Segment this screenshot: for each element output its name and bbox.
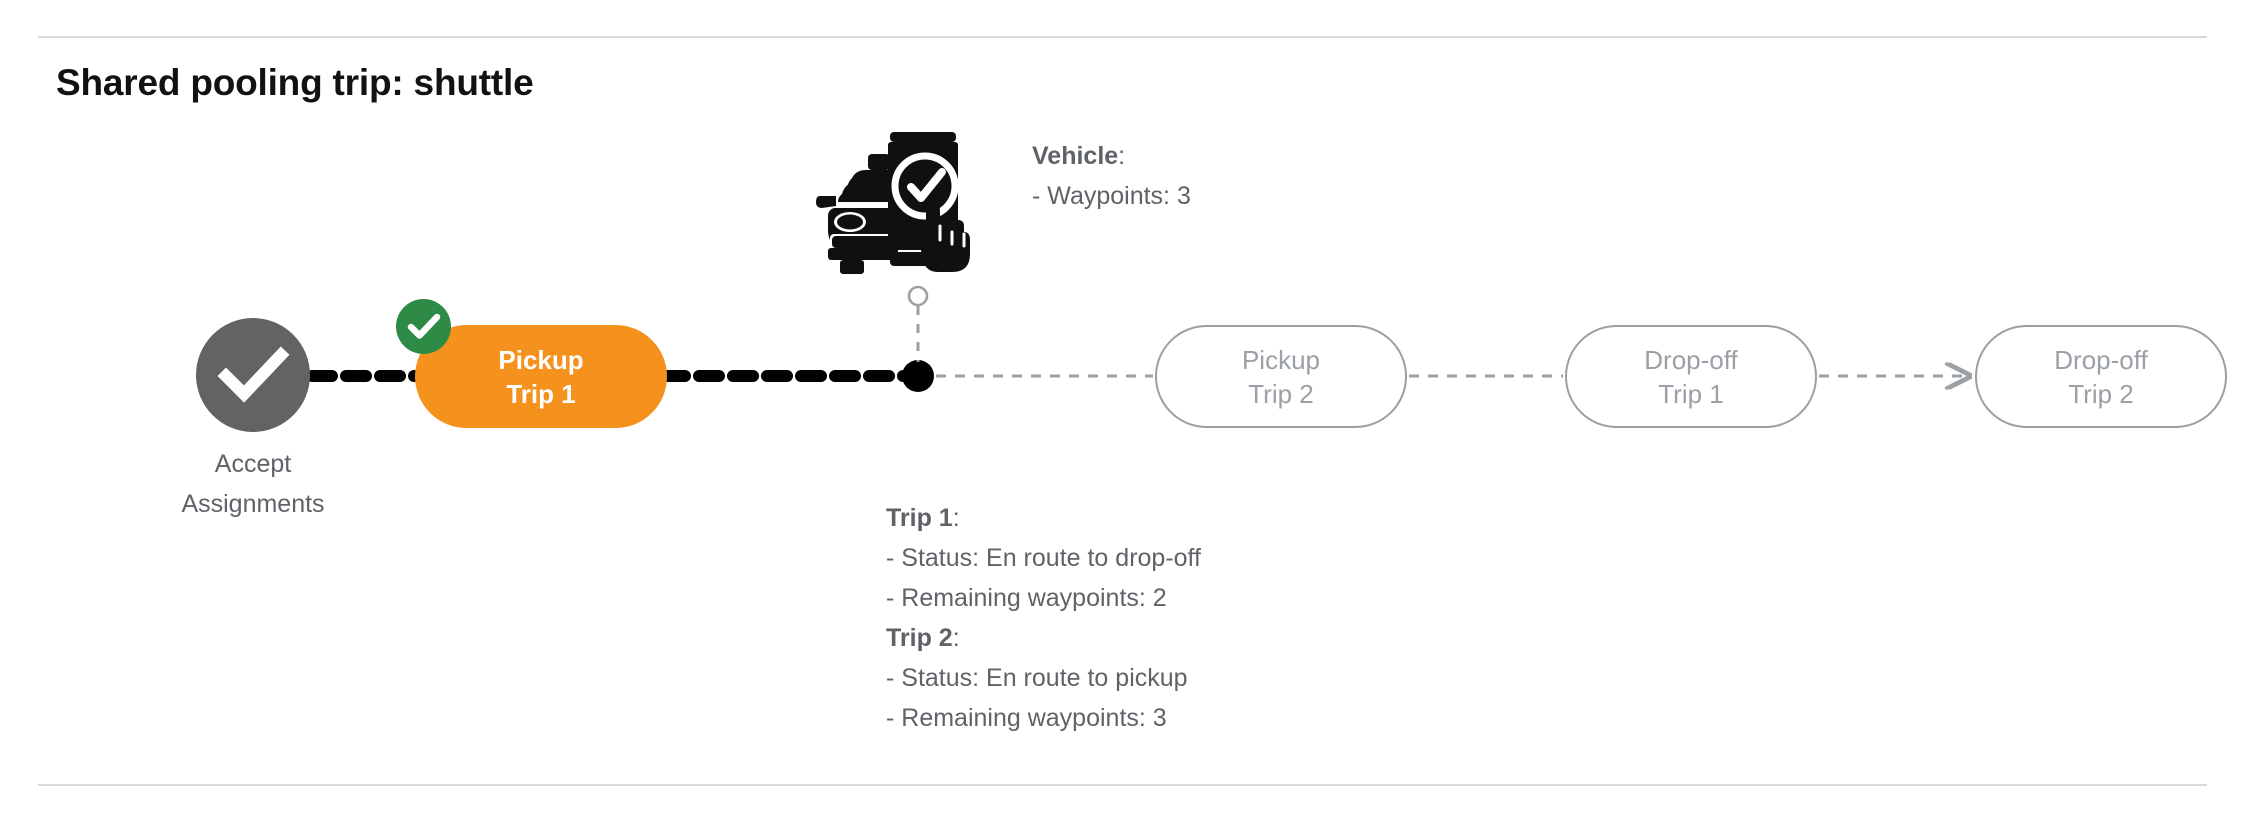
trip-1-heading: Trip 1: <box>886 498 1201 538</box>
page-title: Shared pooling trip: shuttle <box>56 62 534 103</box>
node-pickup-trip-2[interactable]: Pickup Trip 2 <box>1155 325 1407 428</box>
node-pickup-trip-1-line-1: Pickup <box>498 344 584 375</box>
divider-bottom <box>38 784 2207 786</box>
trip-2-heading: Trip 2: <box>886 618 1201 658</box>
car-phone-check-icon <box>816 132 970 274</box>
node-dropoff-trip-2[interactable]: Drop-off Trip 2 <box>1975 325 2227 428</box>
accept-label-line-2: Assignments <box>181 490 325 518</box>
vehicle-leader-circle <box>907 285 929 307</box>
node-pickup-trip-1[interactable]: Pickup Trip 1 <box>415 325 667 428</box>
vehicle-waypoints-row: - Waypoints: 3 <box>1032 182 1191 210</box>
trip-1-remaining-row: - Remaining waypoints: 2 <box>886 584 1167 612</box>
node-accept-assignments-label: Accept Assignments <box>100 444 406 524</box>
node-pickup-trip-1-line-2: Trip 1 <box>506 378 576 409</box>
vehicle-position-dot <box>902 360 934 392</box>
accept-label-line-1: Accept <box>214 450 292 478</box>
trip-1-status-row: - Status: En route to drop-off <box>886 544 1201 572</box>
trip-1-heading-colon: : <box>952 504 960 532</box>
check-badge-icon <box>396 299 451 354</box>
vehicle-heading-colon: : <box>1118 142 1126 170</box>
node-pickup-trip-2-line-2: Trip 2 <box>1248 378 1314 409</box>
vehicle-annotation: Vehicle: - Waypoints: 3 <box>1032 136 1191 216</box>
node-dropoff-trip-2-line-2: Trip 2 <box>2068 378 2134 409</box>
vehicle-heading-text: Vehicle <box>1032 142 1119 170</box>
node-pickup-trip-2-line-1: Pickup <box>1241 344 1321 375</box>
check-circle-icon <box>217 346 290 403</box>
trip-2-status-row: - Status: En route to pickup <box>886 664 1188 692</box>
trip-2-remaining-row: - Remaining waypoints: 3 <box>886 704 1167 732</box>
divider-top <box>38 36 2207 38</box>
node-dropoff-trip-1-line-2: Trip 1 <box>1658 378 1724 409</box>
check-badge-glyph <box>407 313 441 339</box>
node-dropoff-trip-2-line-1: Drop-off <box>2054 344 2148 375</box>
vehicle-annotation-heading: Vehicle: <box>1032 136 1191 176</box>
node-dropoff-trip-1[interactable]: Drop-off Trip 1 <box>1565 325 1817 428</box>
trips-annotation: Trip 1: - Status: En route to drop-off -… <box>886 498 1201 738</box>
node-accept-assignments[interactable] <box>196 318 310 432</box>
trip-1-heading-text: Trip 1 <box>886 504 953 532</box>
node-dropoff-trip-1-line-1: Drop-off <box>1644 344 1738 375</box>
trip-2-heading-text: Trip 2 <box>886 624 953 652</box>
trip-2-heading-colon: : <box>952 624 960 652</box>
